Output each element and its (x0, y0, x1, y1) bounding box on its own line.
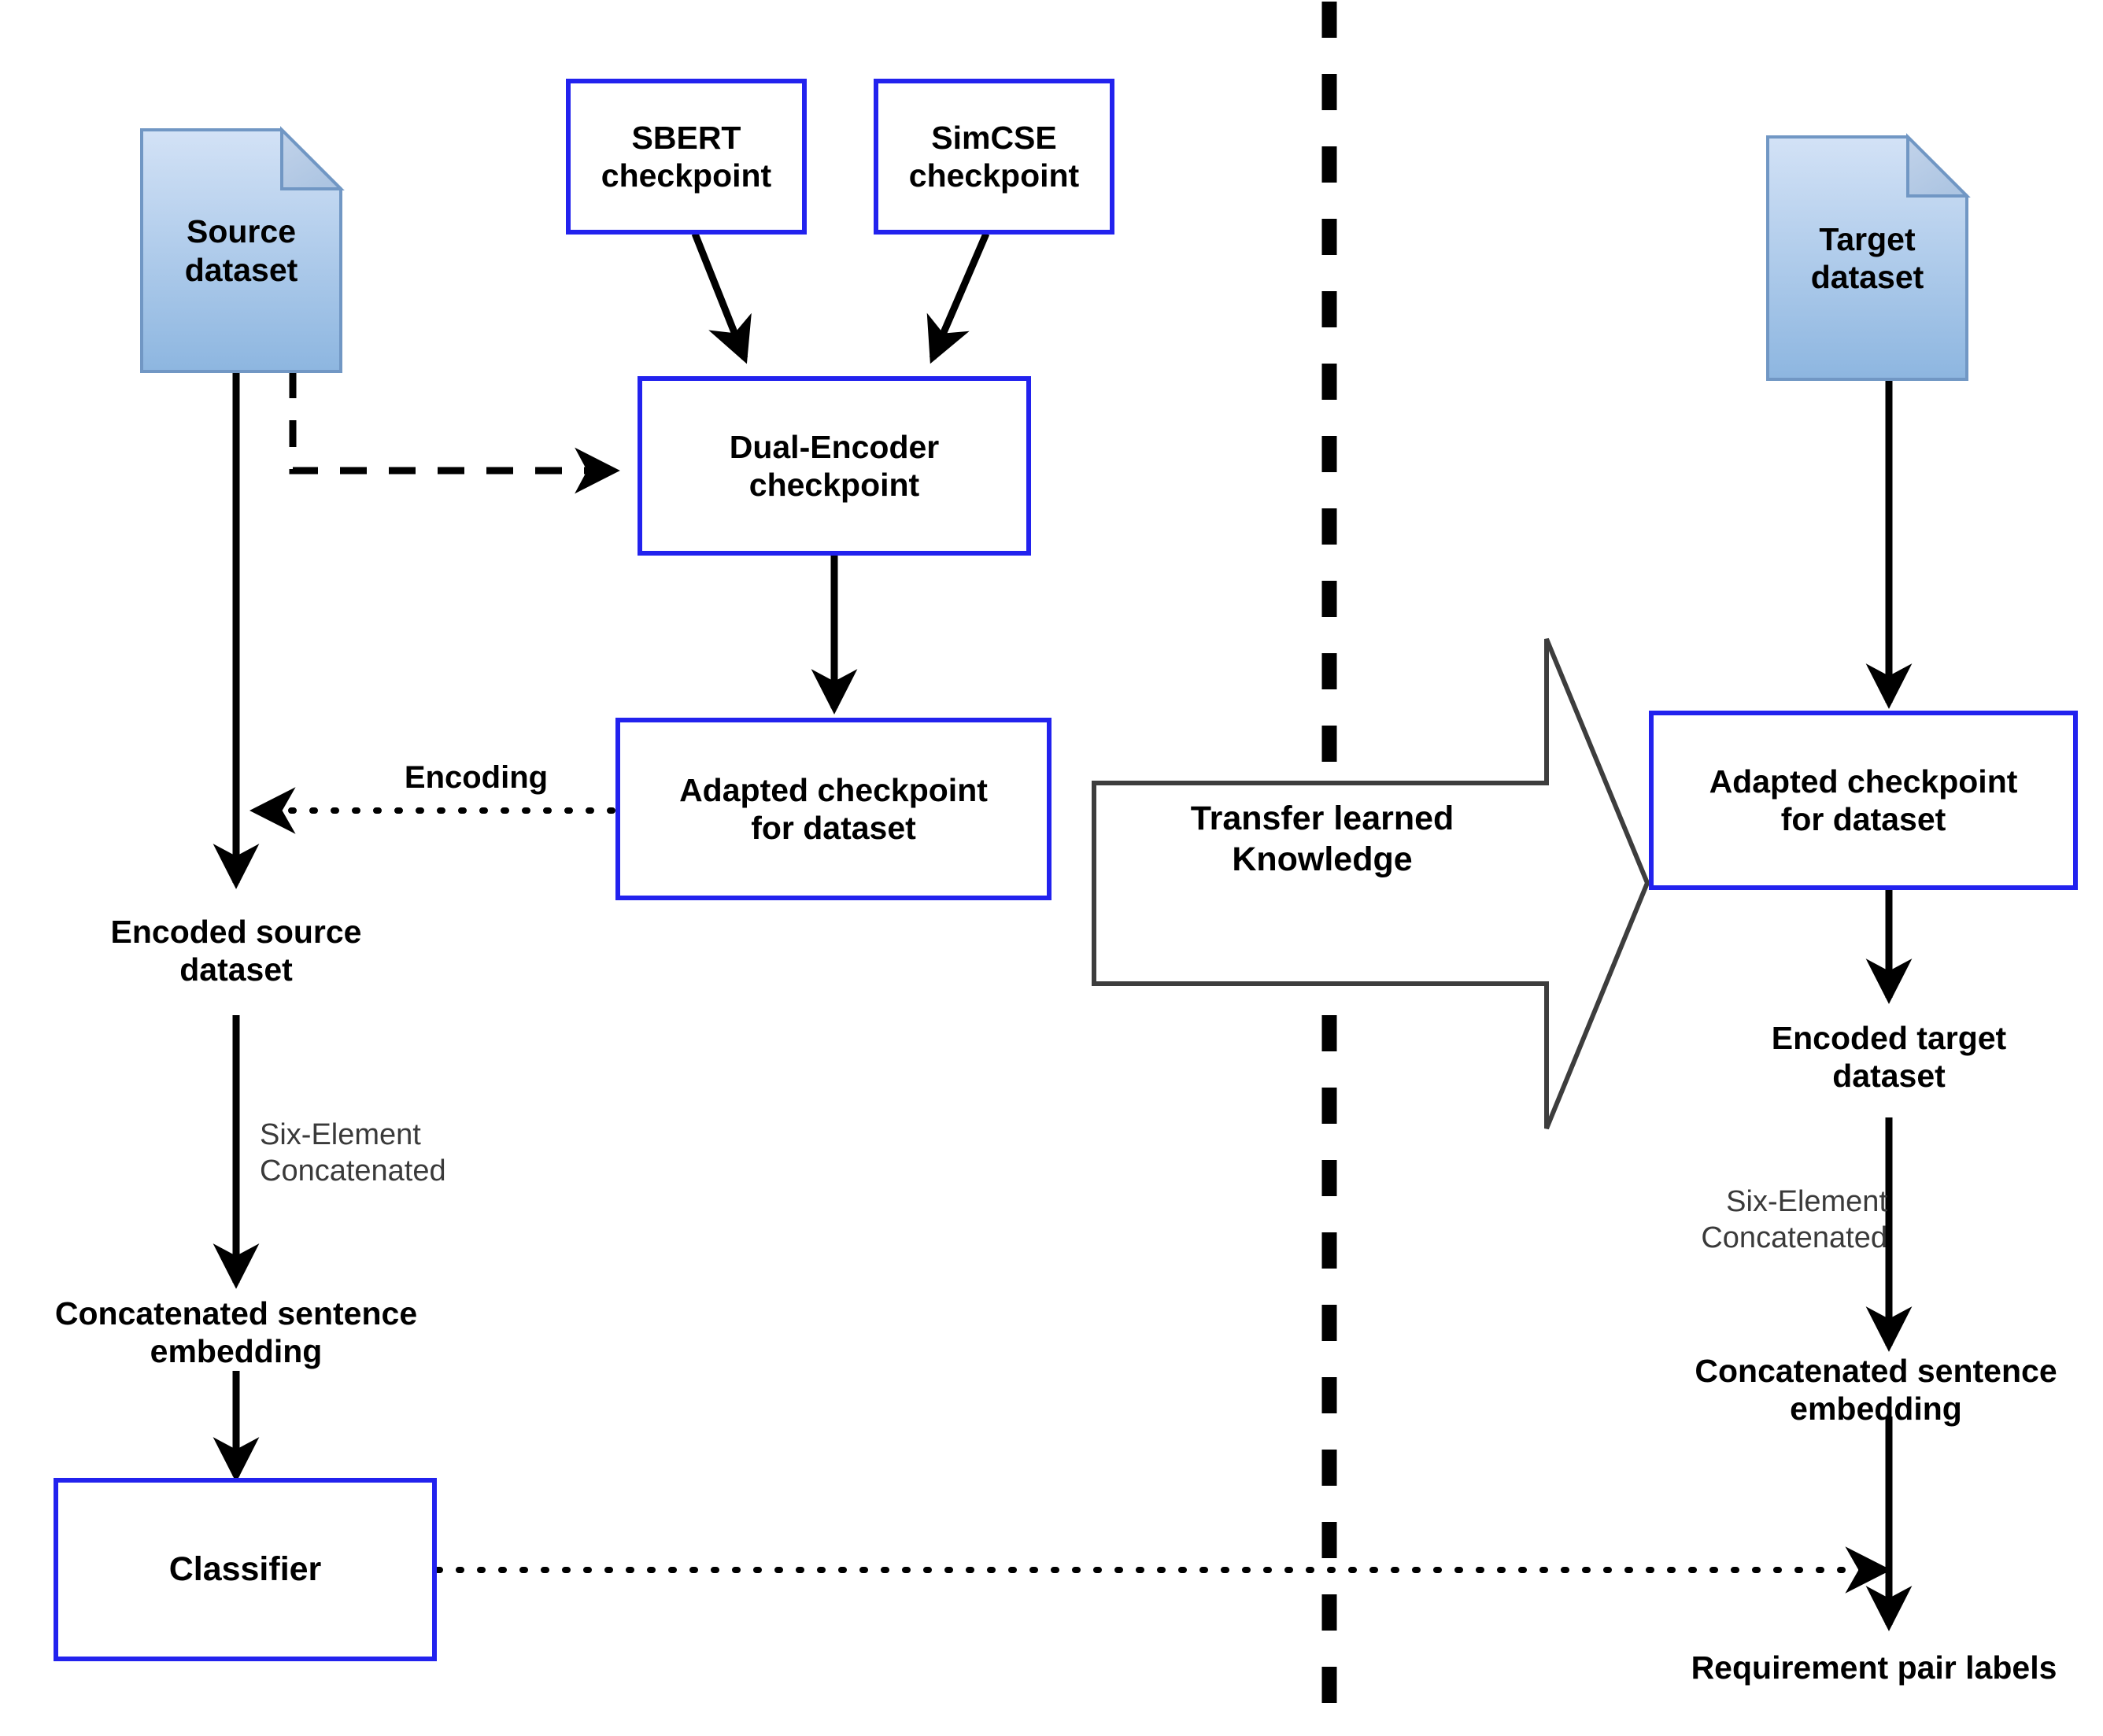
concat-source-line2: embedding (150, 1333, 323, 1370)
target-dataset-line1: Target (1819, 220, 1916, 257)
dual-encoder-checkpoint-label: Dual-Encoder checkpoint (730, 428, 940, 504)
encoded-source-line1: Encoded source (110, 914, 362, 950)
requirement-pair-labels-output: Requirement pair labels (1691, 1649, 2057, 1686)
adapted-checkpoint-target-node[interactable]: Adapted checkpoint for dataset (1649, 711, 2078, 890)
adapted-checkpoint-target-label: Adapted checkpoint for dataset (1709, 763, 2018, 839)
concat-target-line1: Concatenated sentence (1695, 1353, 2057, 1389)
encoding-edge-label: Encoding (404, 760, 549, 795)
concatenated-embedding-label-source: Concatenated sentence embedding (0, 1295, 472, 1371)
source-dataset-line1: Source (187, 213, 296, 250)
transfer-line2: Knowledge (1232, 840, 1413, 878)
encoded-source-line2: dataset (179, 951, 293, 988)
edge-source-dataset-to-dual-encoder (289, 371, 620, 494)
classifier-label: Classifier (168, 1550, 322, 1589)
six-element-target-line2: Concatenated (1701, 1221, 1887, 1254)
transfer-knowledge-label: Transfer learned Knowledge (1102, 799, 1543, 880)
source-dataset-line2: dataset (184, 251, 298, 288)
simcse-line2: checkpoint (908, 157, 1080, 194)
dual-encoder-checkpoint-node[interactable]: Dual-Encoder checkpoint (638, 376, 1031, 556)
encoded-target-line1: Encoded target (1771, 1020, 2007, 1056)
six-element-edge-label-source: Six-Element Concatenated (260, 1117, 575, 1189)
simcse-checkpoint-node[interactable]: SimCSE checkpoint (874, 79, 1114, 235)
classifier-node[interactable]: Classifier (54, 1478, 437, 1661)
transfer-knowledge-arrow (1092, 637, 1650, 1130)
sbert-checkpoint-label: SBERT checkpoint (601, 119, 771, 195)
dual-encoder-line1: Dual-Encoder (729, 428, 940, 465)
six-element-source-line1: Six-Element (260, 1118, 421, 1151)
target-dataset-shape (1766, 133, 1971, 381)
encoded-target-dataset-label: Encoded target dataset (1692, 1019, 2086, 1095)
source-dataset-label: Source dataset (185, 212, 298, 289)
adapted-checkpoint-source-label: Adapted checkpoint for dataset (679, 771, 988, 848)
sbert-line1: SBERT (631, 119, 741, 156)
edge-sbert-to-dual-encoder (691, 232, 752, 364)
edge-simcse-to-dual-encoder (926, 232, 990, 364)
encoded-target-line2: dataset (1832, 1058, 1946, 1095)
adapted-source-line2: for dataset (751, 810, 916, 846)
six-element-source-line2: Concatenated (260, 1154, 446, 1187)
six-element-target-line1: Six-Element (1726, 1185, 1887, 1218)
target-dataset-node[interactable]: Target dataset (1768, 137, 1967, 379)
adapted-source-line1: Adapted checkpoint (679, 771, 988, 808)
concat-source-line1: Concatenated sentence (54, 1295, 418, 1332)
simcse-line1: SimCSE (931, 119, 1057, 156)
target-dataset-label: Target dataset (1811, 220, 1924, 297)
simcse-checkpoint-label: SimCSE checkpoint (909, 119, 1079, 195)
adapted-checkpoint-source-node[interactable]: Adapted checkpoint for dataset (615, 718, 1052, 900)
transfer-line1: Transfer learned (1190, 800, 1454, 837)
dual-encoder-line2: checkpoint (748, 467, 920, 503)
concat-target-line2: embedding (1790, 1391, 1962, 1428)
sbert-line2: checkpoint (601, 157, 772, 194)
target-dataset-line2: dataset (1810, 259, 1924, 295)
adapted-target-line2: for dataset (1780, 801, 1946, 837)
concatenated-embedding-label-target: Concatenated sentence embedding (1649, 1352, 2103, 1428)
source-dataset-node[interactable]: Source dataset (142, 130, 341, 371)
adapted-target-line1: Adapted checkpoint (1709, 763, 2018, 800)
six-element-edge-label-target: Six-Element Concatenated (1651, 1184, 1887, 1256)
sbert-checkpoint-node[interactable]: SBERT checkpoint (566, 79, 807, 235)
encoded-source-dataset-label: Encoded source dataset (47, 913, 425, 989)
source-dataset-shape (140, 126, 345, 373)
